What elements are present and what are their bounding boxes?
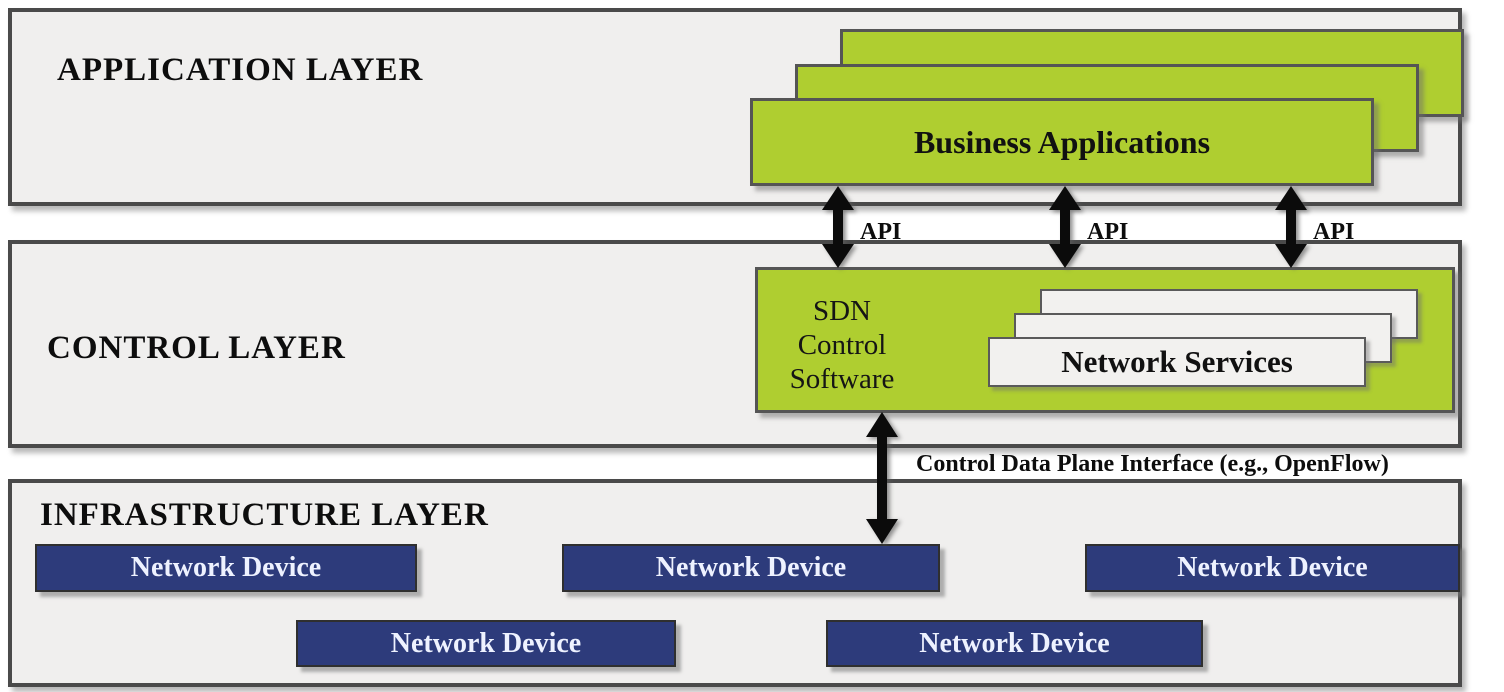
network-device-4: Network Device (296, 620, 676, 667)
network-device-2-label: Network Device (655, 552, 847, 583)
sdn-control-software-label: SDN Control Software (757, 294, 927, 396)
business-applications-label: Business Applications (913, 123, 1211, 160)
network-device-2: Network Device (562, 544, 940, 592)
network-services-label: Network Services (1061, 344, 1293, 379)
network-device-3: Network Device (1085, 544, 1460, 592)
control-layer-title: CONTROL LAYER (47, 330, 346, 366)
network-device-4-label: Network Device (390, 627, 582, 659)
api-label-2: API (1087, 219, 1129, 245)
network-device-1-label: Network Device (130, 552, 322, 583)
sdn-label-line-1: SDN (812, 295, 871, 327)
network-services-box: Network Services (988, 337, 1366, 387)
sdn-label-line-2: Control (797, 329, 887, 361)
api-label-1: API (860, 219, 902, 245)
api-label-3: API (1313, 219, 1355, 245)
network-device-5-label: Network Device (919, 627, 1110, 659)
network-device-1: Network Device (35, 544, 417, 592)
api-arrow-1 (822, 186, 854, 268)
business-applications-box: Business Applications (750, 98, 1374, 186)
infrastructure-layer-title: INFRASTRUCTURE LAYER (40, 497, 489, 533)
api-arrow-3 (1275, 186, 1307, 268)
network-device-5: Network Device (826, 620, 1203, 667)
api-arrow-2 (1049, 186, 1081, 268)
sdn-label-line-3: Software (789, 363, 895, 395)
network-device-3-label: Network Device (1177, 552, 1368, 583)
control-data-plane-arrow (866, 412, 898, 544)
control-data-plane-label: Control Data Plane Interface (e.g., Open… (916, 451, 1389, 477)
application-layer-title: APPLICATION LAYER (57, 52, 424, 88)
